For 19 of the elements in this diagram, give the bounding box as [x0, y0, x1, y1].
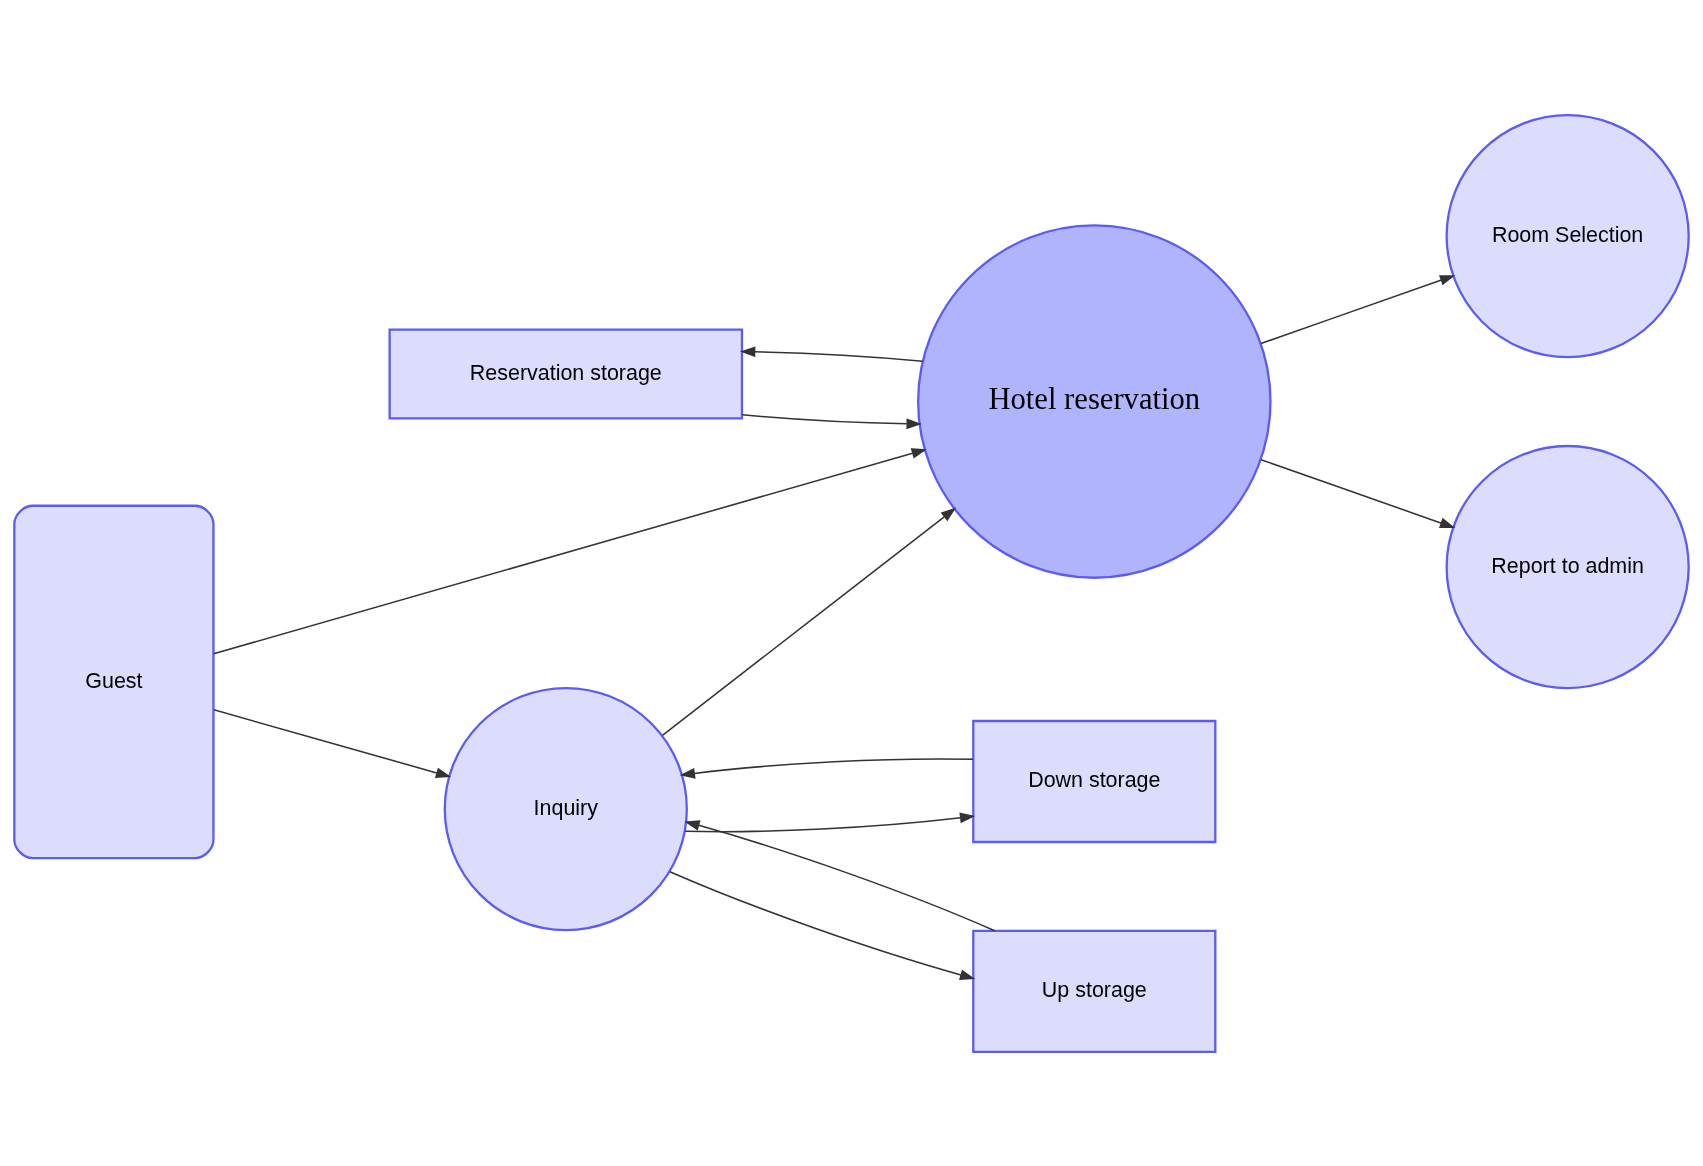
arrow [212, 447, 927, 655]
node-circle: Report to admin [1445, 444, 1690, 689]
node-box: Down storage [972, 719, 1217, 843]
node-box: Guest [13, 504, 215, 859]
arrow [684, 812, 976, 832]
node-circle: Inquiry [443, 686, 688, 931]
arrow [1260, 458, 1456, 528]
arrow [739, 345, 924, 362]
node-circle: Room Selection [1445, 113, 1690, 358]
node-box: Up storage [972, 929, 1217, 1053]
arrow [669, 870, 976, 980]
arrow [1260, 274, 1456, 344]
arrow [741, 413, 922, 429]
arrow [661, 507, 957, 736]
arrow [684, 819, 996, 931]
arrow [679, 757, 974, 779]
node-circle: Hotel reservation [917, 223, 1272, 579]
node-box: Reservation storage [388, 327, 744, 420]
arrow [213, 708, 452, 778]
